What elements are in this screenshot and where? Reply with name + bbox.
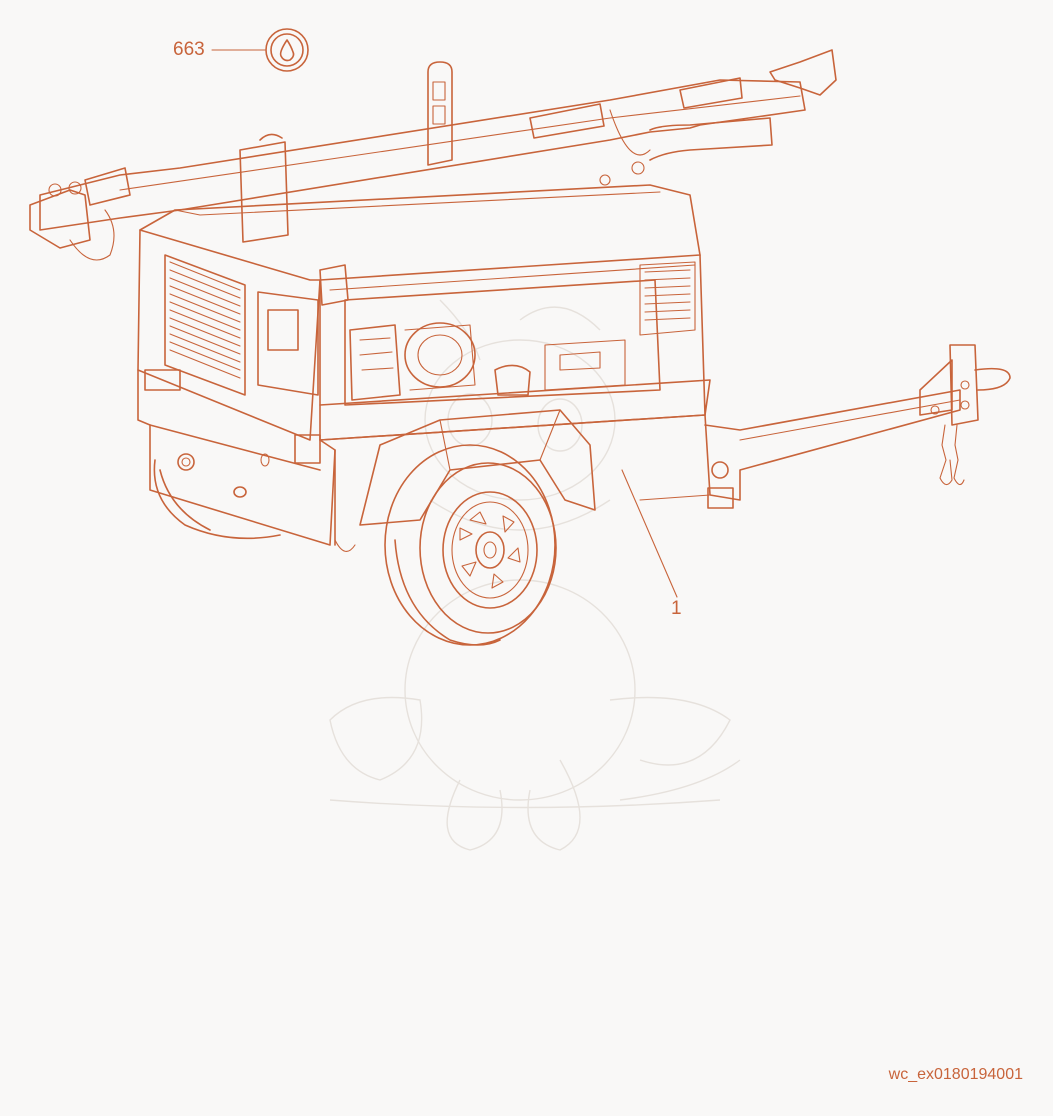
tow-tongue bbox=[639, 344, 1011, 509]
oil-drop-icon bbox=[265, 28, 309, 72]
watermark-mascot bbox=[329, 299, 741, 851]
trailer-frame bbox=[137, 369, 711, 552]
light-mast bbox=[29, 49, 837, 261]
wheel-assembly bbox=[359, 409, 596, 646]
callout-label-1: 1 bbox=[671, 598, 682, 619]
callout-label-663: 663 bbox=[173, 39, 205, 60]
generator-enclosure bbox=[137, 184, 706, 441]
drawing-number: wc_ex0180194001 bbox=[888, 1066, 1023, 1083]
